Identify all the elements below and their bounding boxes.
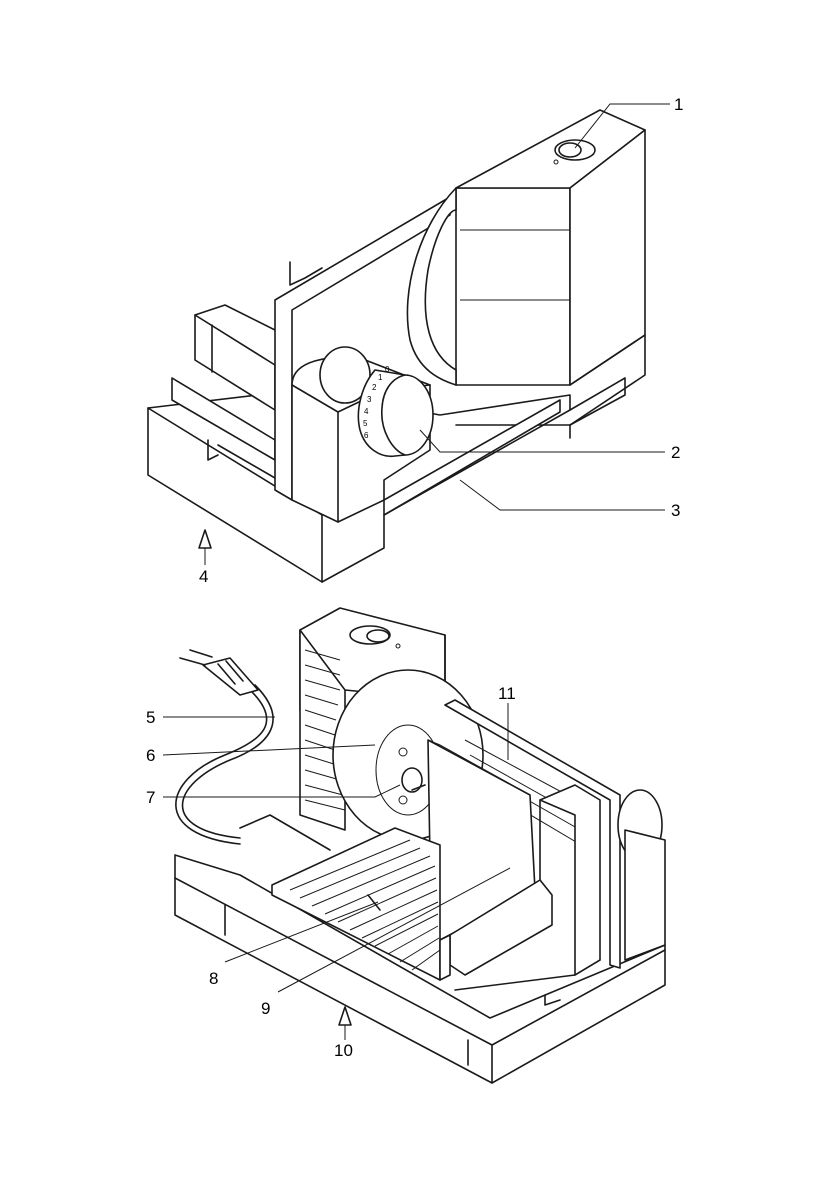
dial-mark-3: 3 [367, 395, 372, 404]
dial-mark-5: 5 [363, 419, 368, 428]
callout-5: 5 [146, 708, 155, 727]
callout-4: 4 [199, 567, 208, 586]
power-cord [176, 650, 273, 844]
callout-7: 7 [146, 788, 155, 807]
dial-mark-1: 1 [378, 373, 383, 382]
dial-mark-0: 0 [385, 365, 390, 374]
thickness-knob: 0 1 2 3 4 5 6 [358, 365, 433, 456]
dial-mark-6: 6 [364, 431, 369, 440]
plug [203, 658, 258, 695]
slicer-front-view: 0 1 2 3 4 5 6 [148, 110, 645, 582]
callout-10: 10 [334, 1041, 353, 1060]
callout-9: 9 [261, 999, 270, 1018]
callout-3: 3 [671, 501, 680, 520]
callout-11: 11 [498, 684, 516, 703]
callout-2: 2 [671, 443, 680, 462]
motor-housing [456, 188, 570, 385]
dial-mark-2: 2 [372, 383, 377, 392]
dial-mark-4: 4 [364, 407, 369, 416]
callout-6: 6 [146, 746, 155, 765]
callout-1: 1 [674, 95, 683, 114]
callout-8: 8 [209, 969, 218, 988]
